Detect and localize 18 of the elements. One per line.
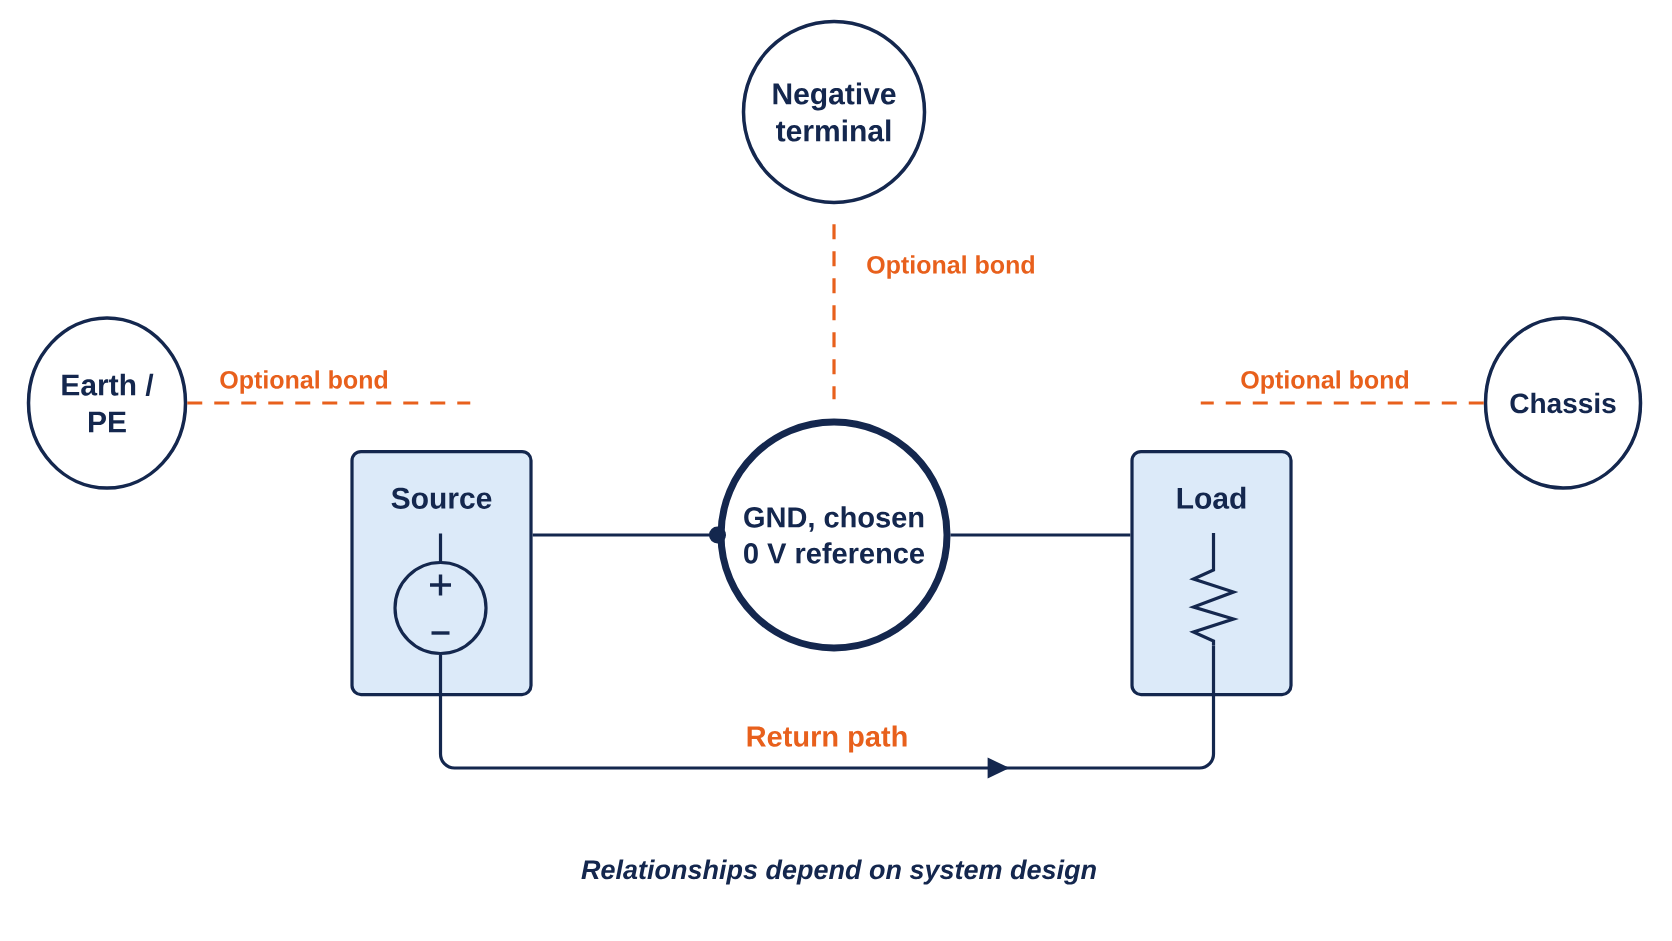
edge-label: Optional bond: [217, 368, 391, 396]
edge-label: Optional bond: [1238, 368, 1412, 396]
circle-node: GND, chosen 0 V reference: [717, 418, 951, 652]
resistor-symbol: [1188, 533, 1239, 645]
dashed-line: [1200, 401, 1484, 405]
circle-node: Earth / PE: [26, 316, 188, 490]
dashed-line: [187, 401, 471, 405]
component-box: Source: [350, 450, 533, 697]
caption: Relationships depend on system design: [581, 859, 1096, 885]
voltage-source-symbol: [393, 533, 488, 656]
wire: [950, 533, 1131, 537]
circle-node: Negative terminal: [741, 19, 927, 205]
edge-label: Optional bond: [864, 253, 1038, 281]
dashed-line: [832, 224, 836, 400]
edge-label: Return path: [743, 723, 911, 755]
wire: [532, 526, 726, 544]
circle-node: Chassis: [1483, 316, 1643, 490]
component-box: Load: [1130, 450, 1293, 697]
